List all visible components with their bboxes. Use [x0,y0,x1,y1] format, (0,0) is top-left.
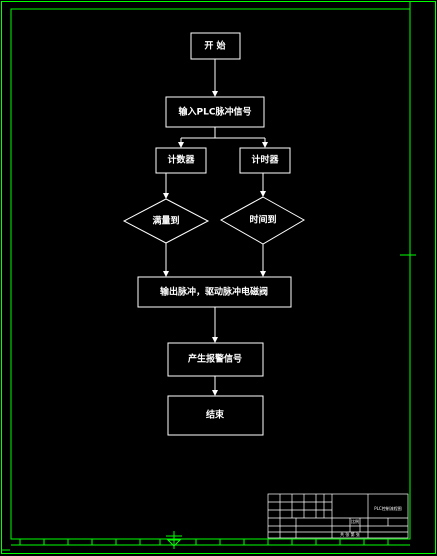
sheet-label-text: 共 张 第 张 [340,531,360,537]
flowchart [122,32,306,436]
scale-label-text: 比例 [351,518,359,524]
decision-count-label: 满量到 [152,215,179,227]
output-label: 输出脉冲，驱动脉冲电磁阀 [160,286,268,298]
input-label: 输入PLC脉冲信号 [179,106,252,118]
drawing-title-text: PLC控制流程图 [374,505,401,511]
bottom-zone-ruler [11,539,410,546]
end-label: 结束 [206,409,225,421]
sheet-inner-border [10,8,411,540]
title-block [267,493,409,539]
timer-label: 计时器 [251,154,279,166]
counter-label: 计数器 [167,154,195,166]
counter-box [155,147,207,174]
timer-box [239,147,291,174]
connectors [163,59,268,396]
end-box [167,395,264,436]
decision-time-label: 时间到 [249,214,276,226]
bottom-center-mark [166,531,182,549]
signal-label: 产生报警信号 [188,353,242,365]
start-label: 开 始 [204,40,225,52]
